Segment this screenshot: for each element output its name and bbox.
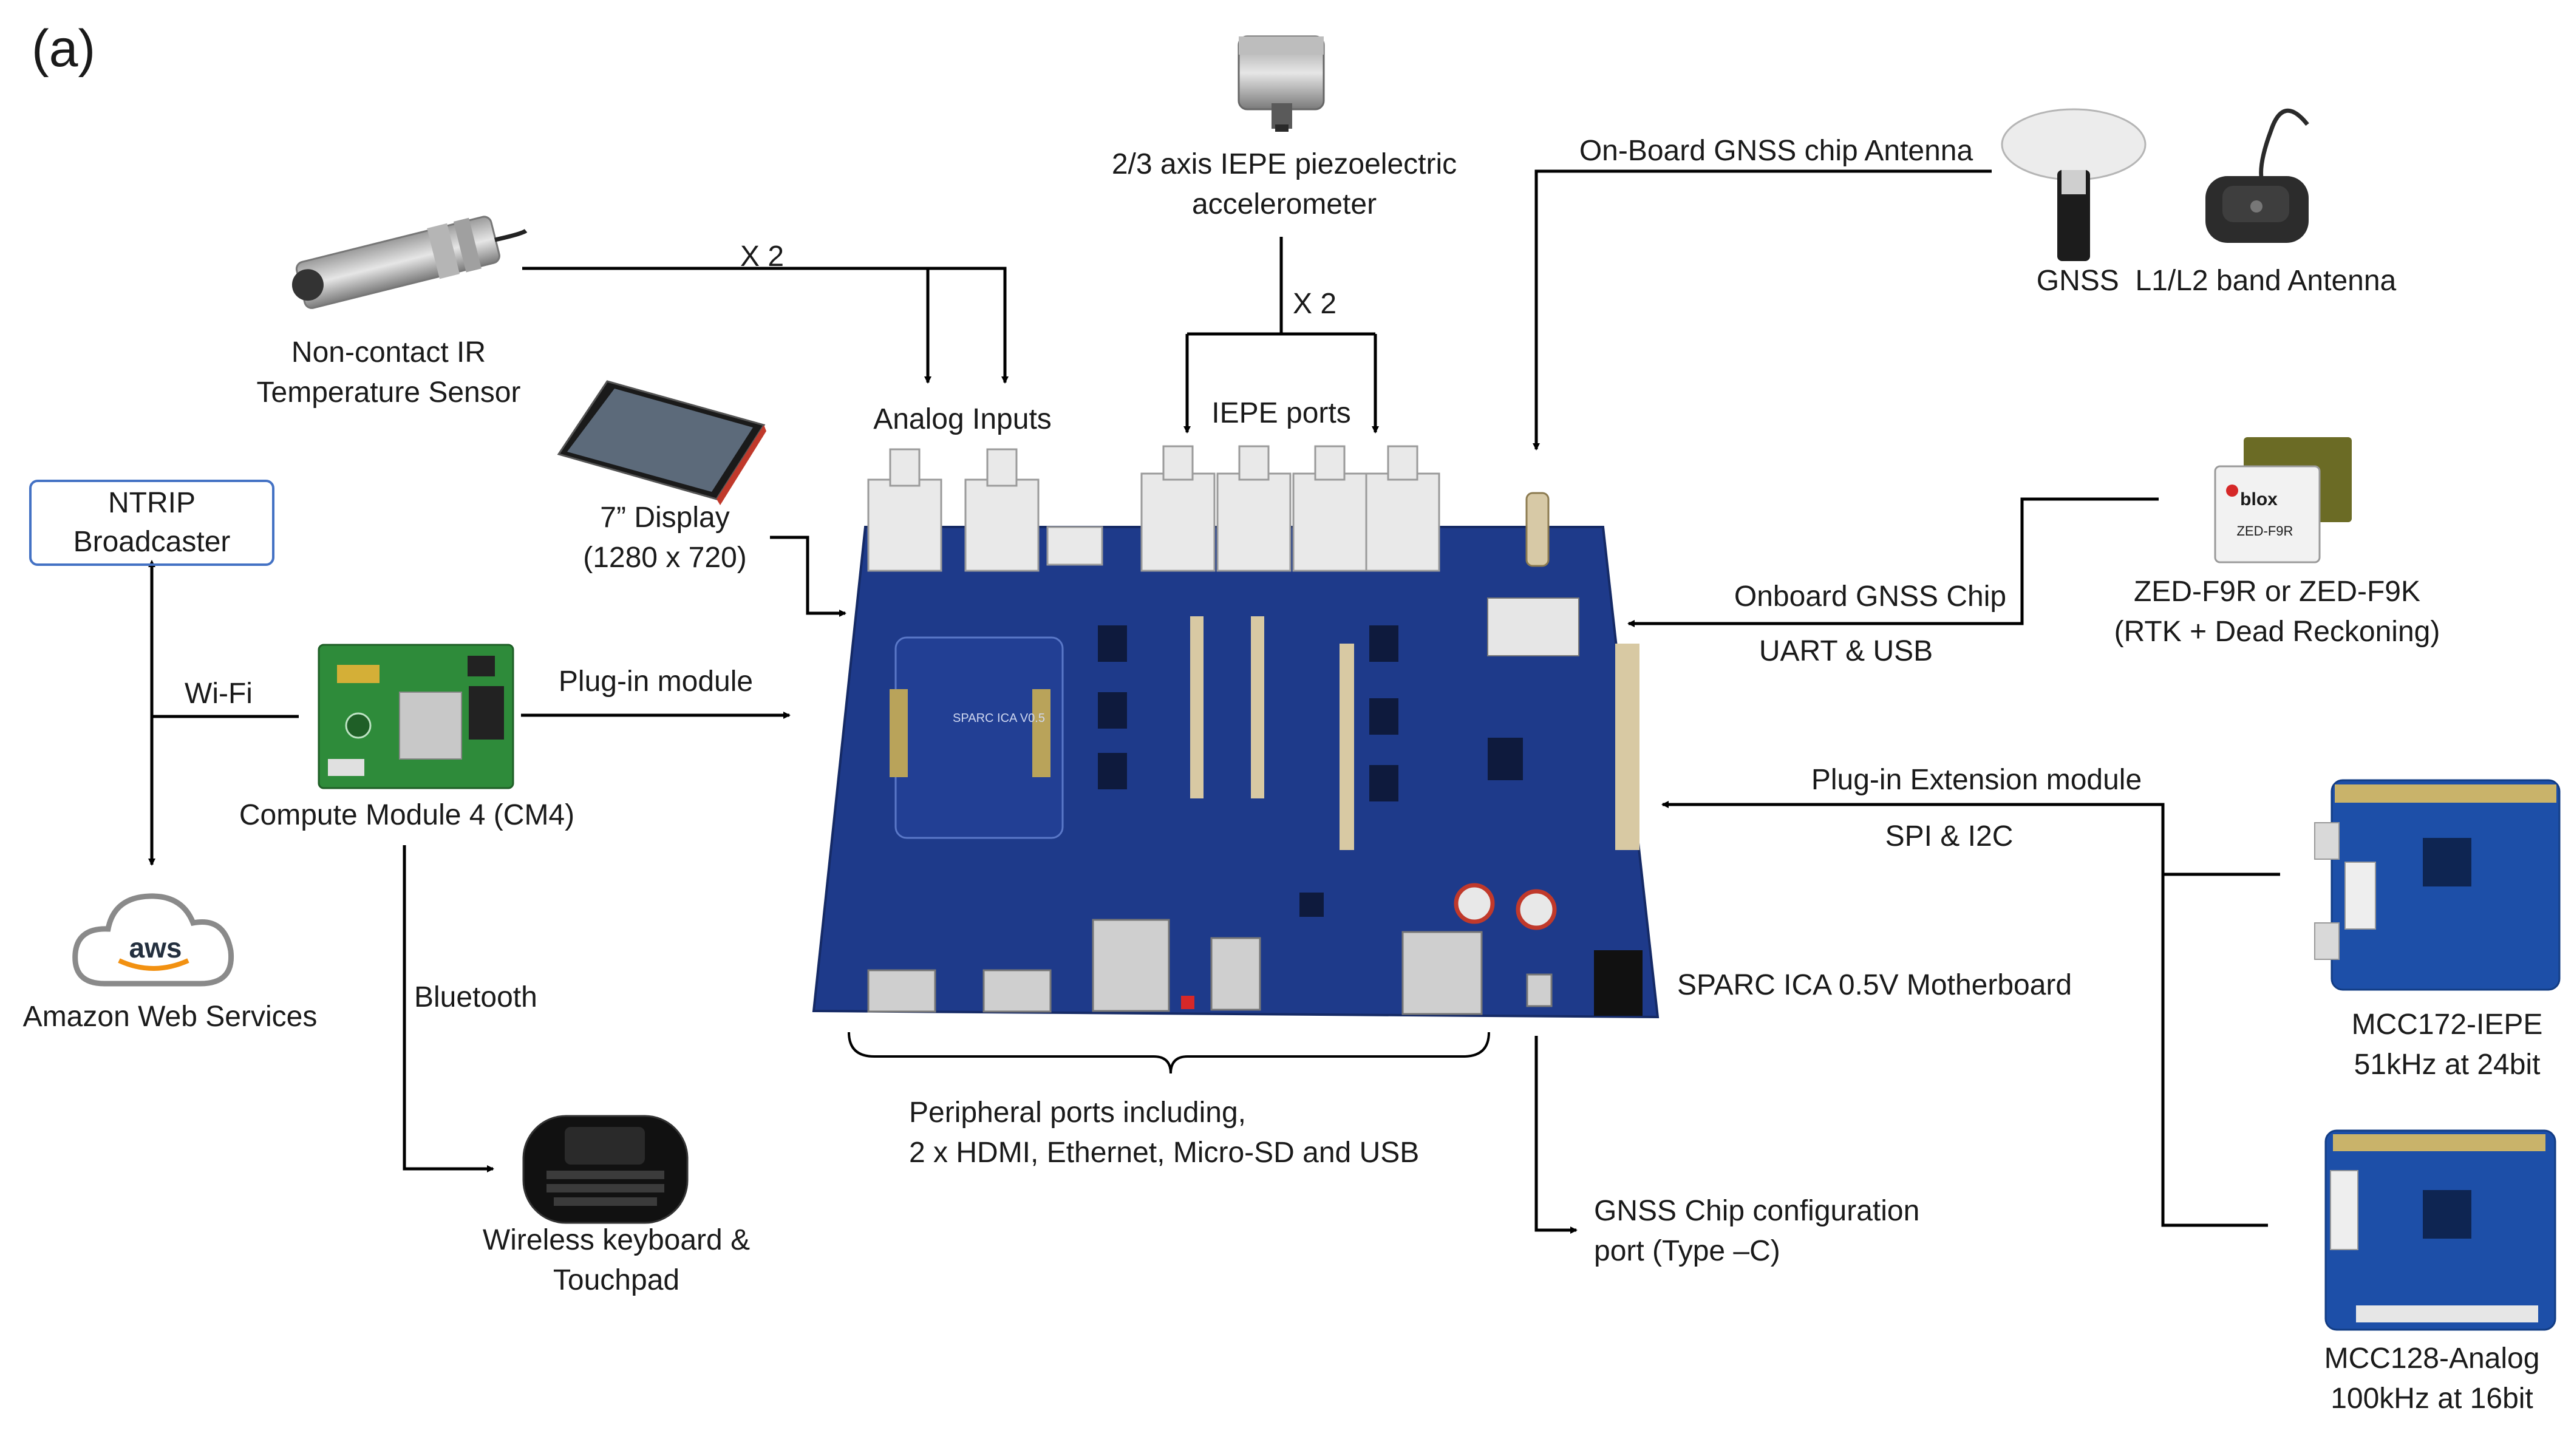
- analog-inputs-label: Analog Inputs: [873, 403, 1052, 435]
- uart-usb-label: UART & USB: [1759, 635, 1933, 667]
- aws-label: Amazon Web Services: [22, 1001, 318, 1033]
- ir-sensor-image: [291, 216, 528, 309]
- board-silkscreen-text: SPARC ICA V0.5: [953, 712, 1045, 725]
- keyboard-image: [522, 1115, 689, 1224]
- x2-analog-label: X 2: [740, 240, 785, 273]
- plugin-module-label: Plug-in module: [558, 665, 754, 698]
- ublox-logo-text: blox: [2240, 489, 2278, 509]
- ntrip-broadcaster-box: NTRIP Broadcaster: [29, 480, 274, 566]
- x2-iepe-label: X 2: [1292, 288, 1337, 320]
- connector-lines: [148, 169, 2280, 1234]
- mcc128-image: [2324, 1129, 2556, 1331]
- mcc128-label: MCC128-Analog 100kHz at 16bit: [2324, 1342, 2540, 1415]
- mcc172-image: [2314, 779, 2561, 991]
- keyboard-label: Wireless keyboard & Touchpad: [482, 1224, 751, 1296]
- accelerometer-image: [1238, 35, 1325, 132]
- panel-label: (a): [32, 19, 96, 78]
- zed-chip-image: [2214, 437, 2352, 563]
- mcc172-label: MCC172-IEPE 51kHz at 24bit: [2351, 1009, 2543, 1081]
- line-ir-to-analog-2: [928, 267, 1009, 384]
- ir-sensor-label: Non-contact IR Temperature Sensor: [256, 336, 521, 409]
- accelerometer-label: 2/3 axis IEPE piezoelectric acceleromete…: [1111, 148, 1457, 220]
- zed-chip-text: ZED-F9R: [2236, 523, 2293, 539]
- zed-label: ZED-F9R or ZED-F9K (RTK + Dead Reckoning…: [2114, 576, 2440, 648]
- onboard-gnss-chip-label: Onboard GNSS Chip: [1734, 580, 2007, 613]
- iepe-ports-label: IEPE ports: [1211, 397, 1351, 429]
- line-zed: [1627, 497, 2159, 627]
- cm4-label: Compute Module 4 (CM4): [239, 799, 575, 831]
- gnss-antenna-image: [2001, 108, 2309, 261]
- plugin-extension-label: Plug-in Extension module: [1811, 764, 2142, 796]
- cm4-image: [318, 644, 514, 789]
- onboard-gnss-antenna-label: On-Board GNSS chip Antenna: [1579, 135, 1973, 167]
- wifi-label: Wi-Fi: [185, 678, 253, 710]
- gnss-antenna-label: GNSS L1/L2 band Antenna: [2036, 265, 2397, 297]
- aws-logo-text: aws: [129, 932, 182, 964]
- line-display: [770, 536, 846, 617]
- line-bluetooth: [403, 845, 494, 1172]
- motherboard-label: SPARC ICA 0.5V Motherboard: [1677, 969, 2072, 1001]
- bluetooth-label: Bluetooth: [414, 981, 537, 1013]
- peripheral-ports-label: Peripheral ports including, 2 x HDMI, Et…: [909, 1097, 1420, 1169]
- line-gnss-antenna: [1533, 169, 1992, 451]
- line-ir-to-analog-1: [522, 267, 931, 384]
- line-mcc128: [2161, 874, 2268, 1227]
- gnss-config-label: GNSS Chip configuration port (Type –C): [1594, 1195, 1920, 1267]
- spi-i2c-label: SPI & I2C: [1885, 820, 2014, 852]
- display-image: [557, 380, 766, 505]
- display-label: 7” Display (1280 x 720): [583, 502, 747, 574]
- peripheral-brace: [848, 1032, 1490, 1074]
- line-gnss-config: [1534, 1036, 1578, 1234]
- motherboard-image: [812, 445, 1660, 1019]
- aws-logo-image: [72, 893, 234, 987]
